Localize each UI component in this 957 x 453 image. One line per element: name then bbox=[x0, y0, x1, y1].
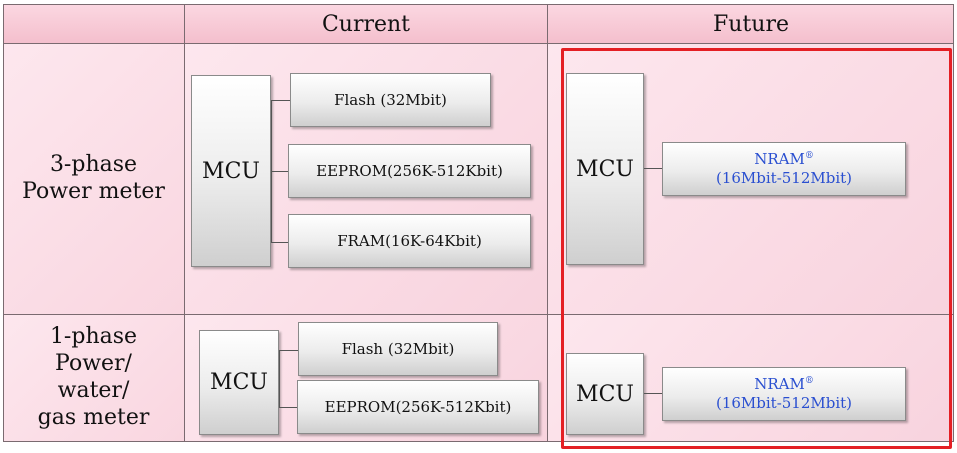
header-current: Current bbox=[185, 5, 547, 43]
row2-current-flash: Flash (32Mbit) bbox=[298, 322, 498, 376]
row2-label-line2: Power/ bbox=[55, 351, 132, 377]
row1-nram-range: (16Mbit-512Mbit) bbox=[715, 169, 853, 187]
grid-line-col2 bbox=[547, 4, 548, 442]
row2-label-line4: gas meter bbox=[37, 404, 150, 430]
row2-current-connector-trunk bbox=[279, 350, 280, 407]
row1-current-connector-flash bbox=[271, 100, 290, 101]
row1-future-mcu: MCU bbox=[566, 73, 644, 265]
row1-future-connector bbox=[644, 168, 662, 169]
row1-label: 3-phase Power meter bbox=[3, 44, 184, 314]
row2-current-eeprom: EEPROM(256K-512Kbit) bbox=[297, 380, 539, 434]
grid-line-top bbox=[3, 4, 954, 5]
row1-current-flash: Flash (32Mbit) bbox=[290, 73, 491, 127]
row2-label: 1-phase Power/ water/ gas meter bbox=[3, 315, 184, 441]
row2-current-mcu: MCU bbox=[199, 330, 279, 435]
grid-line-col1 bbox=[184, 4, 185, 442]
row2-future-nram: NRAM® (16Mbit-512Mbit) bbox=[662, 367, 906, 421]
row1-current-connector-fram bbox=[271, 242, 288, 243]
row2-nram-name: NRAM bbox=[754, 374, 805, 393]
row1-current-connector-eeprom bbox=[271, 171, 288, 172]
row2-nram-range: (16Mbit-512Mbit) bbox=[715, 394, 853, 412]
grid-line-left bbox=[3, 4, 4, 442]
future-highlight-frame bbox=[561, 48, 952, 449]
grid-line-bottom bbox=[3, 441, 954, 442]
row2-current-connector-eeprom bbox=[279, 407, 297, 408]
row2-label-line1: 1-phase bbox=[49, 324, 138, 350]
row1-current-mcu: MCU bbox=[191, 75, 271, 267]
row2-nram-registered-mark: ® bbox=[804, 375, 814, 386]
row1-current-fram: FRAM(16K-64Kbit) bbox=[288, 214, 531, 268]
row1-label-line1: 3-phase bbox=[49, 152, 138, 178]
row1-nram-registered-mark: ® bbox=[804, 150, 814, 161]
header-future: Future bbox=[548, 5, 954, 43]
row1-nram-name: NRAM bbox=[754, 149, 805, 168]
header-blank-cell bbox=[3, 5, 184, 43]
row2-current-connector-flash bbox=[279, 350, 298, 351]
row2-future-connector bbox=[644, 393, 662, 394]
row2-future-mcu: MCU bbox=[566, 353, 644, 435]
grid-line-header bbox=[3, 43, 954, 44]
row1-future-nram: NRAM® (16Mbit-512Mbit) bbox=[662, 142, 906, 196]
grid-line-row bbox=[3, 314, 954, 315]
grid-line-right bbox=[953, 4, 954, 442]
row1-current-eeprom: EEPROM(256K-512Kbit) bbox=[288, 144, 531, 198]
row1-label-line2: Power meter bbox=[22, 179, 165, 204]
row2-label-line3: water/ bbox=[57, 378, 130, 403]
